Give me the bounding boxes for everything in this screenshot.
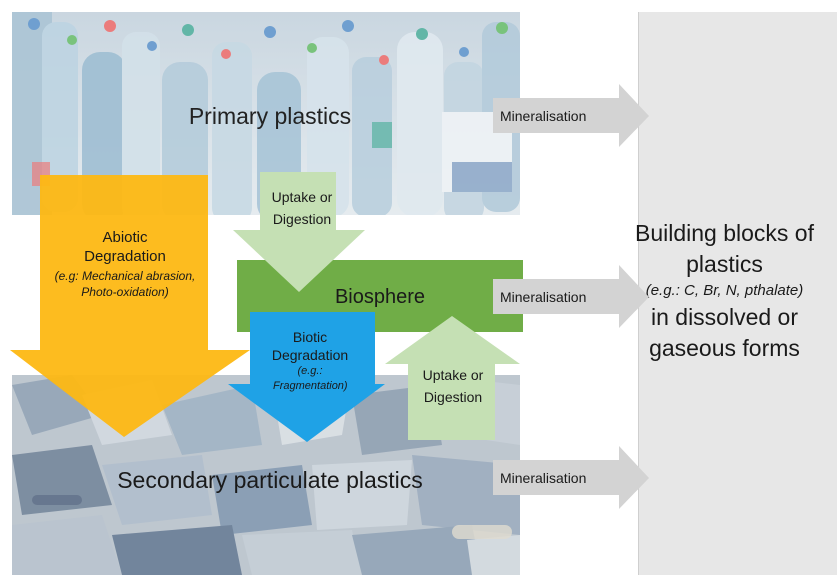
mineralisation-arrow-top: [493, 84, 649, 147]
mineralisation-arrow-bottom: [493, 446, 649, 509]
building-blocks-line1: Building blocks of plastics: [635, 220, 814, 277]
uptake-digestion-down-arrow: [233, 172, 365, 292]
biotic-degradation-arrow: [228, 312, 385, 442]
uptake-digestion-up-arrow: [385, 316, 520, 440]
uptake-top-label: Uptake or Digestion: [271, 189, 333, 227]
building-blocks-panel: [638, 12, 837, 575]
mineralisation-label-top: Mineralisation: [500, 108, 587, 124]
biosphere-label: Biosphere: [334, 286, 426, 308]
mineralisation-label-bottom: Mineralisation: [500, 470, 587, 486]
primary-plastics-label: Primary plastics: [188, 103, 352, 129]
biotic-example: (e.g.: Fragmentation): [273, 365, 348, 392]
abiotic-degradation-arrow: [10, 175, 250, 437]
building-blocks-example: (e.g.: C, Br, N, pthalate): [645, 282, 804, 299]
biotic-title: Biotic Degradation: [271, 329, 349, 363]
abiotic-title: Abiotic Degradation: [84, 229, 166, 265]
mineralisation-arrow-middle: [493, 265, 649, 328]
uptake-bottom-label: Uptake or Digestion: [422, 367, 484, 405]
building-blocks-text: Building blocks of plastics (e.g.: C, Br…: [612, 218, 837, 364]
abiotic-degradation-text: Abiotic Degradation (e.g: Mechanical abr…: [45, 228, 205, 300]
mineralisation-label-middle: Mineralisation: [500, 289, 587, 305]
building-blocks-line2: in dissolved or gaseous forms: [649, 304, 800, 361]
abiotic-example: (e.g: Mechanical abrasion, Photo-oxidati…: [54, 269, 196, 299]
secondary-plastics-label: Secondary particulate plastics: [117, 467, 423, 493]
biotic-degradation-text: Biotic Degradation (e.g.: Fragmentation): [255, 328, 365, 394]
